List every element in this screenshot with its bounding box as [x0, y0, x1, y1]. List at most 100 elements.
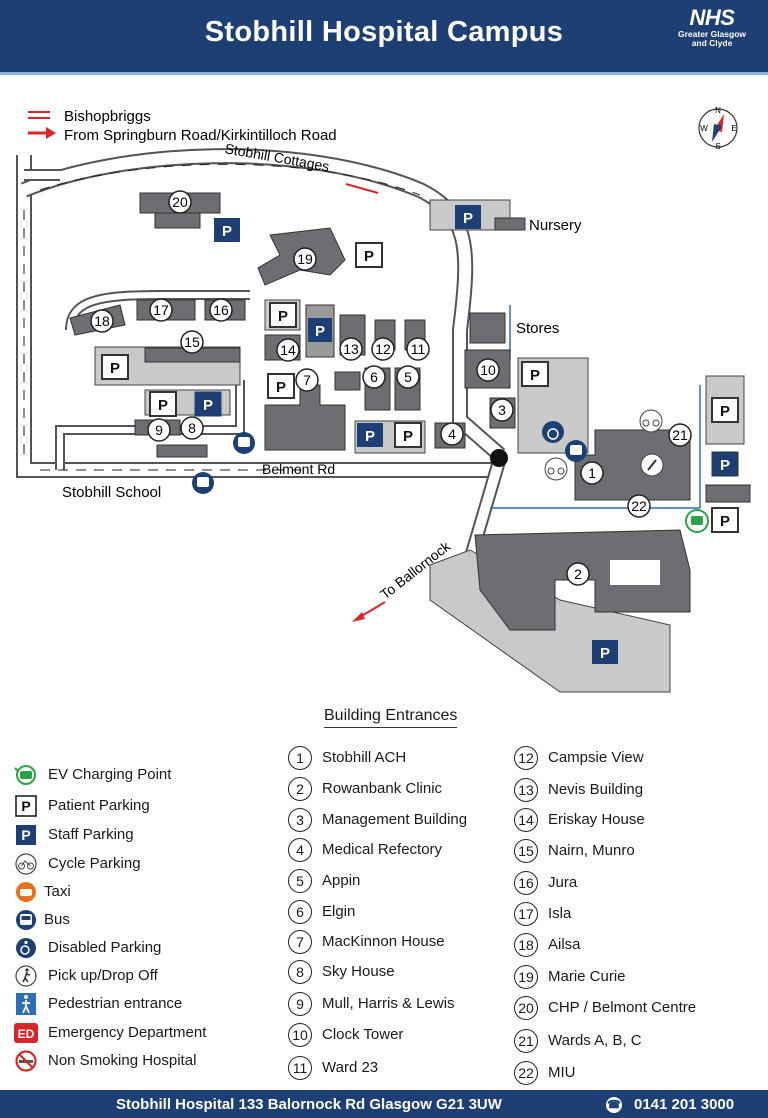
legend-label: Cycle Parking [48, 855, 141, 872]
building-marker-2: 2 [566, 562, 590, 586]
staff-parking-sign: P [194, 391, 222, 417]
map-facility-icons [192, 409, 709, 533]
building-marker-7: 7 [295, 368, 319, 392]
patient-parking-sign: P [101, 354, 129, 380]
disabled-icon [542, 421, 564, 443]
cycle-icon [15, 853, 37, 875]
svg-text:W: W [700, 124, 708, 133]
svg-text:P: P [315, 323, 325, 340]
entrance-name: MIU [548, 1064, 576, 1081]
svg-text:2: 2 [574, 566, 582, 582]
taxi-icon [16, 882, 36, 902]
junction-roundabout [490, 449, 508, 467]
entrance-number: 8 [288, 960, 312, 984]
cottages-label: Stobhill Cottages [224, 140, 331, 174]
entrance-number: 6 [288, 900, 312, 924]
building-marker-21: 21 [668, 423, 692, 447]
staff-parking-sign: P [214, 218, 240, 242]
building-marker-4: 4 [440, 422, 464, 446]
legend-item: Bus [14, 909, 274, 931]
nhs-logo-sub2: and Clyde [691, 38, 733, 48]
svg-text:P: P [278, 308, 288, 325]
entrance-number: 10 [288, 1023, 312, 1047]
belmont-road-label: Belmont Rd [262, 461, 335, 477]
staff-parking-sign: P [592, 640, 618, 664]
svg-text:S: S [715, 142, 720, 151]
patient-parking-sign: P [711, 507, 739, 533]
entrance-name: Mull, Harris & Lewis [322, 995, 455, 1012]
svg-text:P: P [110, 360, 120, 377]
svg-text:8: 8 [188, 420, 196, 436]
building-marker-16: 16 [209, 298, 233, 322]
parking-signs: P P P P P P P P P P P P P P P P [101, 205, 739, 664]
building-marker-12: 12 [371, 337, 395, 361]
entrance-name: Sky House [322, 963, 395, 980]
svg-text:5: 5 [404, 369, 412, 385]
legend-label: EV Charging Point [48, 766, 172, 783]
svg-text:P: P [364, 248, 374, 265]
entrance-name: Isla [548, 905, 572, 922]
svg-text:P: P [21, 798, 30, 814]
entrance-name: Ward 23 [322, 1059, 379, 1076]
nhs-logo: NHS Greater Glasgow and Clyde [666, 6, 758, 48]
entrance-name: MacKinnon House [322, 933, 445, 950]
entrance-number: 3 [288, 808, 312, 832]
legend-label: Pedestrian entrance [48, 995, 183, 1012]
entrance-number: 1 [288, 746, 312, 770]
svg-text:16: 16 [213, 302, 229, 318]
svg-text:ED: ED [18, 1027, 35, 1041]
entrance-name: Marie Curie [548, 968, 626, 985]
legend-label: Taxi [44, 883, 71, 900]
bus-icon [16, 910, 36, 930]
entrance-number: 5 [288, 869, 312, 893]
entrance-name: Medical Refectory [322, 841, 443, 858]
page-title: Stobhill Hospital Campus [204, 16, 564, 48]
building-marker-19: 19 [293, 247, 317, 271]
stores-label: Stores [516, 320, 559, 337]
legend-label: Staff Parking [48, 826, 134, 843]
entrance-name: Jura [548, 874, 578, 891]
building-marker-10: 10 [476, 358, 500, 382]
svg-text:P: P [222, 223, 232, 240]
pedestrian-icon [16, 993, 36, 1015]
pickup-icon [640, 453, 664, 477]
entrance-number: 9 [288, 992, 312, 1016]
legend-item: EV Charging Point [14, 764, 274, 786]
svg-text:15: 15 [184, 334, 200, 350]
entrance-number: 2 [288, 777, 312, 801]
patient-parking-sign: P [269, 302, 297, 328]
building-marker-11: 11 [406, 337, 430, 361]
svg-text:22: 22 [631, 498, 647, 514]
rail-arrow-icon [28, 111, 50, 119]
building-markers[interactable]: 20 19 17 16 18 15 14 13 12 11 10 7 6 5 3… [90, 190, 692, 586]
phone-number[interactable]: 0141 201 3000 [634, 1096, 735, 1113]
svg-text:P: P [530, 367, 540, 384]
ev-charging-icon [14, 765, 36, 785]
entrance-number: 16 [514, 871, 538, 895]
header-divider [0, 72, 768, 75]
building-2-courtyard [610, 560, 660, 585]
entrance-number: 12 [514, 746, 538, 770]
svg-text:11: 11 [411, 341, 426, 357]
entrance-name: Stobhill ACH [322, 749, 407, 766]
svg-text:E: E [731, 124, 736, 133]
cycle-icon [639, 409, 663, 433]
rail-label: Bishopbriggs [64, 108, 151, 125]
compass: N S E W [698, 106, 738, 151]
entrance-name: Campsie View [548, 749, 644, 766]
svg-text:N: N [715, 106, 721, 115]
svg-text:P: P [403, 428, 413, 445]
svg-text:13: 13 [343, 341, 359, 357]
building-marker-14: 14 [276, 338, 300, 362]
campus-map[interactable]: P P P P P P P P P P P P P P P P 20 19 17… [0, 75, 768, 700]
entrance-number: 22 [514, 1061, 538, 1085]
pickup-icon [15, 965, 37, 987]
legend-item: Non Smoking Hospital [14, 1050, 274, 1072]
entrance-number: 19 [514, 965, 538, 989]
svg-text:10: 10 [480, 362, 496, 378]
building-marker-18: 18 [90, 309, 114, 333]
svg-text:P: P [276, 379, 286, 396]
footer-phone[interactable]: ☎ 0141 201 3000 [606, 1096, 734, 1113]
patient-parking-sign: P [394, 422, 422, 448]
entrance-name: Ailsa [548, 936, 581, 953]
